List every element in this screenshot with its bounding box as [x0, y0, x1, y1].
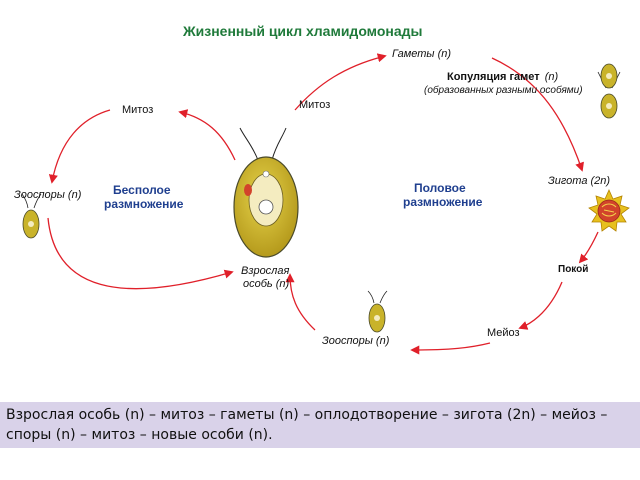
life-cycle-diagram: Жизненный цикл хламидомонады — [14, 23, 630, 355]
adult-label-line1: Взрослая — [241, 265, 290, 277]
sexual-cycle-arrows — [285, 53, 599, 355]
zygote-label: Зигота (2n) — [548, 175, 610, 187]
gametes-label: Гаметы (n) — [392, 48, 451, 60]
zygote-cell — [588, 189, 630, 232]
mitosis-right-label: Митоз — [299, 99, 330, 111]
zoospore-bottom-cell — [367, 290, 388, 333]
copulation-title-label: Копуляция гамет (n) — [447, 71, 558, 83]
asexual-heading-line1: Бесполое — [113, 183, 171, 197]
sexual-heading-line2: размножение — [403, 195, 483, 209]
diagram-title: Жизненный цикл хламидомонады — [182, 23, 423, 39]
meiosis-label: Мейоз — [487, 327, 520, 339]
asexual-cycle-arrows — [47, 109, 236, 290]
copulating-gametes-cells — [597, 63, 621, 119]
rest-label: Покой — [558, 264, 588, 275]
summary-caption: Взрослая особь (n) – митоз – гаметы (n) … — [0, 402, 640, 448]
mitosis-left-label: Митоз — [122, 104, 153, 116]
zoospores-bottom-label: Зооспоры (n) — [322, 335, 390, 347]
asexual-heading-line2: размножение — [104, 197, 184, 211]
copulation-note-label: (образованных разными особями) — [424, 84, 583, 96]
zoospores-left-label: Зооспоры (n) — [14, 189, 82, 201]
zoospore-left-cell — [21, 193, 42, 239]
adult-cell — [233, 127, 299, 258]
adult-label-line2: особь (n) — [243, 278, 290, 290]
sexual-heading-line1: Половое — [414, 181, 466, 195]
